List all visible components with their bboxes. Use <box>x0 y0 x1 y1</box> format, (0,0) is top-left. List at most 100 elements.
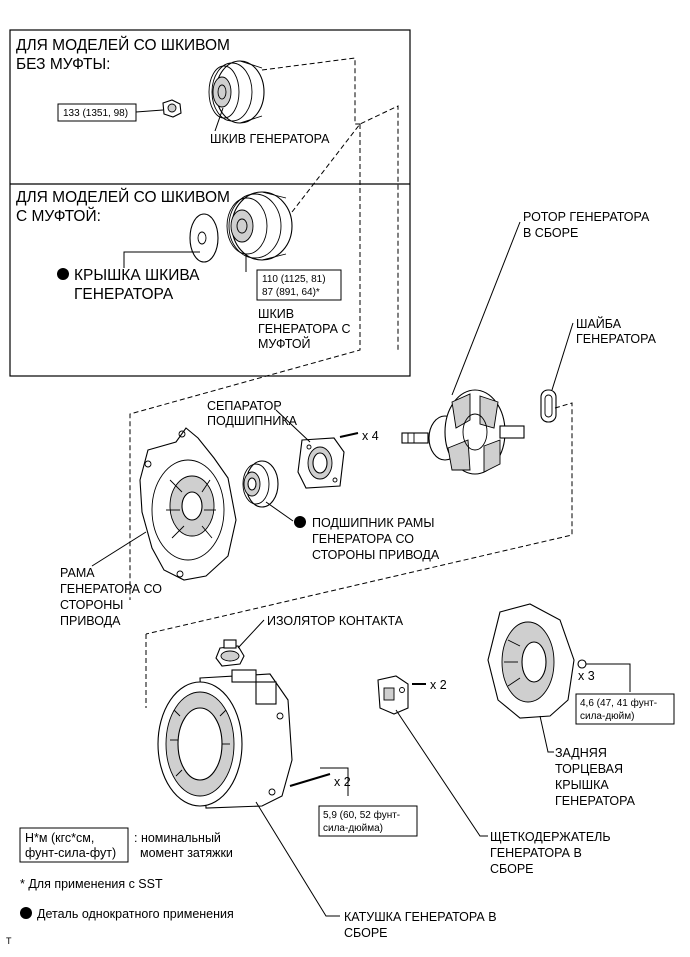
coil-bolt-torque-line1: 5,9 (60, 52 фунт- <box>323 809 400 821</box>
svg-text:сила-дюйма): сила-дюйма) <box>323 823 383 834</box>
coil-bolt-qty: x 2 <box>334 775 351 789</box>
bearing-label-line3: СТОРОНЫ ПРИВОДА <box>312 548 440 562</box>
drive-frame-label-line1: РАМА <box>60 566 95 580</box>
svg-text:ИЗОЛЯТОР КОНТАКТА: ИЗОЛЯТОР КОНТАКТА <box>267 614 404 628</box>
svg-text:110 (1125, 81): 110 (1125, 81) <box>262 274 326 285</box>
svg-text:ЗАДНЯЯ: ЗАДНЯЯ <box>555 746 607 760</box>
svg-text:сила-дюйм): сила-дюйм) <box>580 711 634 722</box>
footer-mark: T <box>6 936 12 946</box>
pulley-nut-torque: 133 (1351, 98) <box>63 108 128 119</box>
svg-text:СТОРОНЫ ПРИВОДА: СТОРОНЫ ПРИВОДА <box>312 548 440 562</box>
legend-unit-line2: фунт-сила-фут) <box>25 846 116 860</box>
svg-text:ТОРЦЕВАЯ: ТОРЦЕВАЯ <box>555 762 623 776</box>
svg-text:В СБОРЕ: В СБОРЕ <box>523 226 578 240</box>
drive-frame-label-line3: СТОРОНЫ <box>60 598 123 612</box>
brush-holder-label-line1: ЩЕТКОДЕРЖАТЕЛЬ <box>490 830 611 844</box>
svg-text:5,9 (60, 52 фунт-: 5,9 (60, 52 фунт- <box>323 809 400 821</box>
legend-desc-line2: момент затяжки <box>140 846 233 860</box>
legend-unit-line1: Н*м (кгс*см, <box>25 831 94 845</box>
coil-label-line2: СБОРЕ <box>344 926 388 940</box>
drive-frame-label-line4: ПРИВОДА <box>60 614 121 628</box>
svg-text:СЕПАРАТОР: СЕПАРАТОР <box>207 399 282 413</box>
svg-text:: номинальный: : номинальный <box>134 831 221 845</box>
svg-text:Деталь однократного применения: Деталь однократного применения <box>37 907 234 921</box>
svg-text:ЩЕТКОДЕРЖАТЕЛЬ: ЩЕТКОДЕРЖАТЕЛЬ <box>490 830 611 844</box>
pulley-cap-label-line1: КРЫШКА ШКИВА <box>74 267 200 284</box>
svg-text:РОТОР ГЕНЕРАТОРА: РОТОР ГЕНЕРАТОРА <box>523 210 650 224</box>
brush-holder-screw-qty: x 2 <box>430 678 447 692</box>
svg-text:СБОРЕ: СБОРЕ <box>490 862 534 876</box>
svg-text:ГЕНЕРАТОРА СО: ГЕНЕРАТОРА СО <box>312 532 414 546</box>
retainer-screw-qty: x 4 <box>362 429 379 443</box>
rear-cover-label-line1: ЗАДНЯЯ <box>555 746 607 760</box>
svg-text:ГЕНЕРАТОРА: ГЕНЕРАТОРА <box>576 332 657 346</box>
svg-text:ПРИВОДА: ПРИВОДА <box>60 614 121 628</box>
pulley-cap <box>189 213 219 263</box>
inset-panel: ДЛЯ МОДЕЛЕЙ СО ШКИВОМ БЕЗ МУФТЫ: ДЛЯ МОД… <box>9 29 411 377</box>
clutch-pulley <box>226 191 293 261</box>
svg-text:фунт-сила-фут): фунт-сила-фут) <box>25 846 116 860</box>
svg-text:x 2: x 2 <box>334 775 351 789</box>
bearing-label-line1: ПОДШИПНИК РАМЫ <box>312 516 434 530</box>
legend-sst-note: * Для применения с SST <box>20 877 163 891</box>
rear-cover-label-line4: ГЕНЕРАТОРА <box>555 794 636 808</box>
brush-holder <box>377 675 409 715</box>
single-use-marker <box>20 907 32 919</box>
terminal-insulator-label: ИЗОЛЯТОР КОНТАКТА <box>267 614 404 628</box>
svg-text:x 3: x 3 <box>578 669 595 683</box>
svg-text:ШАЙБА: ШАЙБА <box>576 316 622 331</box>
drive-end-frame <box>139 427 237 581</box>
washer-label-line1: ШАЙБА <box>576 316 622 331</box>
legend-single-use: Деталь однократного применения <box>37 907 234 921</box>
svg-text:ПОДШИПНИКА: ПОДШИПНИКА <box>207 414 298 428</box>
pulley-cap-label-line2: ГЕНЕРАТОРА <box>74 286 174 303</box>
retainer-label-line1: СЕПАРАТОР <box>207 399 282 413</box>
svg-text:87 (891, 64)*: 87 (891, 64)* <box>262 287 320 298</box>
svg-text:133 (1351, 98): 133 (1351, 98) <box>63 108 128 119</box>
clutch-pulley-label-line1: ШКИВ <box>258 307 294 321</box>
svg-text:Н*м (кгс*см,: Н*м (кгс*см, <box>25 831 94 845</box>
section1-title-line1: ДЛЯ МОДЕЛЕЙ СО ШКИВОМ <box>16 36 230 54</box>
svg-text:T: T <box>6 936 12 946</box>
washer-label-line2: ГЕНЕРАТОРА <box>576 332 657 346</box>
svg-text:ШКИВ ГЕНЕРАТОРА: ШКИВ ГЕНЕРАТОРА <box>210 132 330 146</box>
svg-text:ШКИВ: ШКИВ <box>258 307 294 321</box>
legend: Н*м (кгс*см, фунт-сила-фут) : номинальны… <box>19 827 234 921</box>
brush-holder-label-line3: СБОРЕ <box>490 862 534 876</box>
rear-cover-torque-line2: сила-дюйм) <box>580 711 634 722</box>
svg-text:КРЫШКА: КРЫШКА <box>555 778 609 792</box>
rotor-label-line1: РОТОР ГЕНЕРАТОРА <box>523 210 650 224</box>
bearing-retainer <box>297 437 345 489</box>
alternator-washer <box>540 389 557 423</box>
svg-text:КАТУШКА ГЕНЕРАТОРА В: КАТУШКА ГЕНЕРАТОРА В <box>344 910 497 924</box>
terminal-insulator <box>215 639 245 667</box>
rear-cover-nut-qty: x 3 <box>578 669 595 683</box>
alternator-coil-assembly <box>157 669 293 809</box>
rear-cover-nut <box>577 659 587 669</box>
clutch-pulley-torque-line2: 87 (891, 64)* <box>262 287 320 298</box>
svg-text:ГЕНЕРАТОРА В: ГЕНЕРАТОРА В <box>490 846 582 860</box>
svg-text:ГЕНЕРАТОРА: ГЕНЕРАТОРА <box>555 794 636 808</box>
retainer-label-line2: ПОДШИПНИКА <box>207 414 298 428</box>
rear-cover-label-line2: ТОРЦЕВАЯ <box>555 762 623 776</box>
svg-text:ДЛЯ МОДЕЛЕЙ СО ШКИВОМ: ДЛЯ МОДЕЛЕЙ СО ШКИВОМ <box>16 188 230 206</box>
svg-text:ДЛЯ МОДЕЛЕЙ СО ШКИВОМ: ДЛЯ МОДЕЛЕЙ СО ШКИВОМ <box>16 36 230 54</box>
svg-text:ГЕНЕРАТОРА: ГЕНЕРАТОРА <box>74 286 174 303</box>
svg-text:4,6 (47, 41 фунт-: 4,6 (47, 41 фунт- <box>580 697 657 709</box>
svg-text:КРЫШКА ШКИВА: КРЫШКА ШКИВА <box>74 267 200 284</box>
rotor-label-line2: В СБОРЕ <box>523 226 578 240</box>
rotor-assembly <box>401 389 525 475</box>
section1-title-line2: БЕЗ МУФТЫ: <box>16 56 111 73</box>
svg-text:СБОРЕ: СБОРЕ <box>344 926 388 940</box>
svg-text:МУФТОЙ: МУФТОЙ <box>258 336 311 351</box>
svg-text:СТОРОНЫ: СТОРОНЫ <box>60 598 123 612</box>
pulley-nut <box>162 99 182 118</box>
section2-title-line2: С МУФТОЙ: <box>16 207 101 225</box>
pulley-assembly <box>208 60 265 124</box>
single-use-marker <box>294 516 306 528</box>
pulley-label: ШКИВ ГЕНЕРАТОРА <box>210 132 330 146</box>
section2-title-line1: ДЛЯ МОДЕЛЕЙ СО ШКИВОМ <box>16 188 230 206</box>
drive-end-bearing <box>242 460 279 508</box>
svg-text:x 2: x 2 <box>430 678 447 692</box>
svg-text:ГЕНЕРАТОРА СО: ГЕНЕРАТОРА СО <box>60 582 162 596</box>
